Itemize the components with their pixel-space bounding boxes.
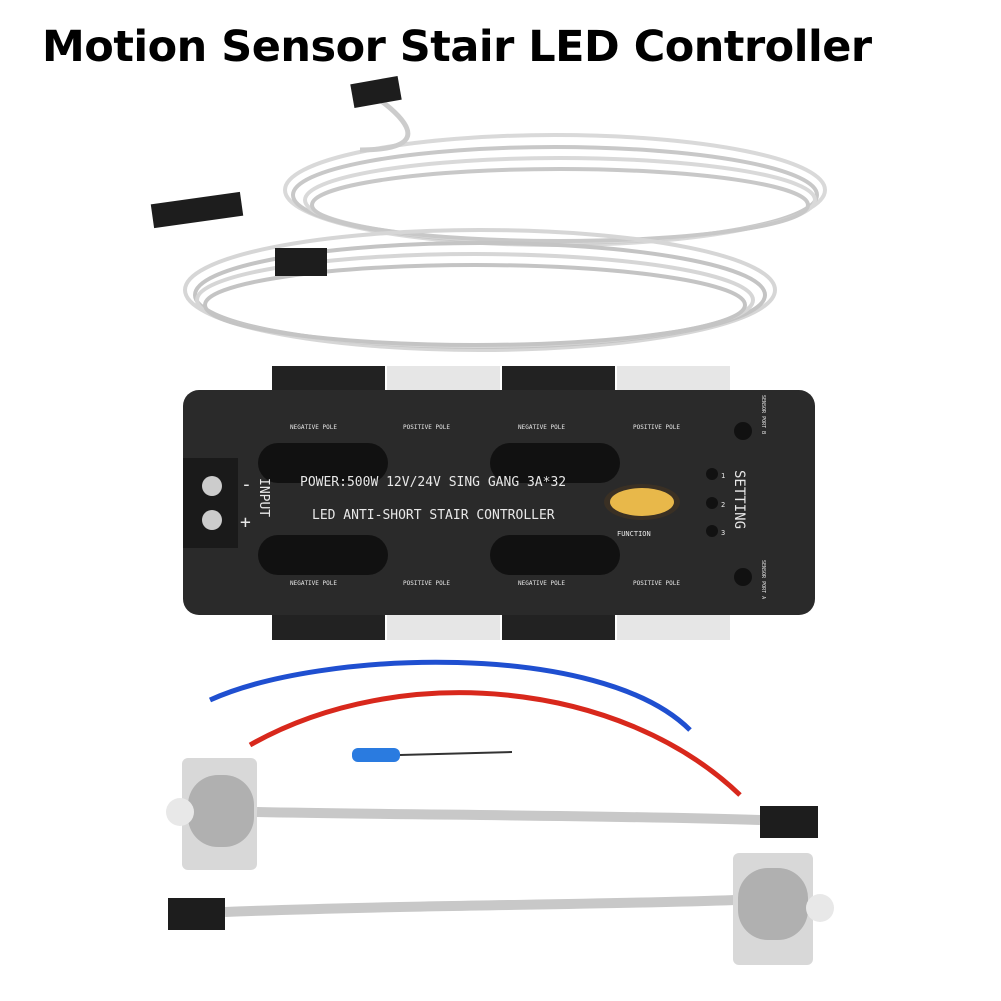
red-wire	[248, 690, 742, 797]
page-title: Motion Sensor Stair LED Controller	[42, 22, 872, 72]
blue-wire	[208, 659, 692, 732]
board-label: 1	[721, 472, 725, 480]
board-label: +	[240, 512, 251, 533]
board-label: NEGATIVE POLE	[518, 580, 565, 587]
board-label: POSITIVE POLE	[633, 580, 680, 587]
board-label: POSITIVE POLE	[633, 424, 680, 431]
screwdriver	[352, 748, 513, 762]
board-label: SENSOR PORT A	[760, 560, 766, 599]
board-label: SETTING	[731, 470, 747, 529]
board-label: POSITIVE POLE	[403, 424, 450, 431]
cable-coil-lower	[183, 228, 777, 352]
board-label: -	[241, 474, 252, 495]
cable-connector	[150, 76, 402, 276]
board-label: SENSOR PORT B	[760, 395, 766, 434]
board-label: FUNCTION	[617, 530, 651, 538]
board-label: 3	[721, 529, 725, 537]
controller-board: POWER:500W 12V/24V SING GANG 3A*32 LED A…	[183, 390, 815, 615]
function-button	[610, 488, 674, 516]
board-label: INPUT	[256, 478, 271, 517]
board-label: NEGATIVE POLE	[518, 424, 565, 431]
board-label: POWER:500W 12V/24V SING GANG 3A*32	[300, 475, 566, 490]
motion-sensor-2	[168, 853, 834, 965]
board-label: NEGATIVE POLE	[290, 580, 337, 587]
board-label: NEGATIVE POLE	[290, 424, 337, 431]
terminal-blocks-top	[272, 366, 730, 394]
board-label: 2	[721, 501, 725, 509]
board-label: POSITIVE POLE	[403, 580, 450, 587]
motion-sensor-1	[166, 758, 818, 870]
board-label: LED ANTI-SHORT STAIR CONTROLLER	[312, 508, 555, 523]
